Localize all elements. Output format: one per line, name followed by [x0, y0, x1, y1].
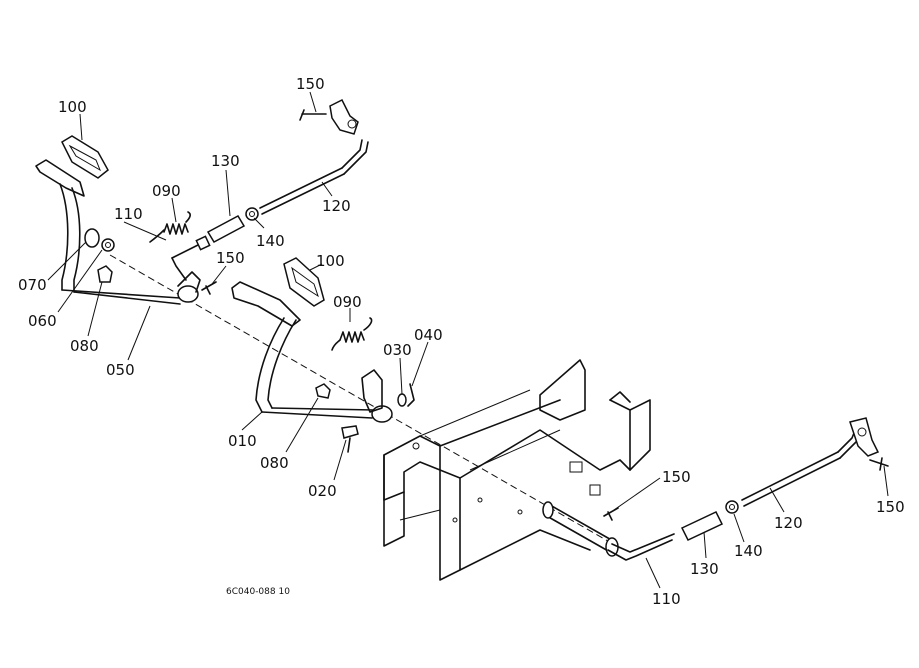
callout-130-lower: 130 [690, 560, 719, 578]
callout-110-lower: 110 [652, 590, 681, 608]
upper-rod-linkage [149, 98, 373, 351]
callout-150-right: 150 [876, 498, 905, 516]
callout-120-lower: 120 [774, 514, 803, 532]
callout-050: 050 [106, 361, 135, 379]
callout-060: 060 [28, 312, 57, 330]
callout-100-lower: 100 [316, 252, 345, 270]
callout-040: 040 [414, 326, 443, 344]
callout-150-frame: 150 [662, 468, 691, 486]
callout-080-right: 080 [260, 454, 289, 472]
frame-housing [383, 359, 651, 581]
callout-150-middle: 150 [216, 249, 245, 267]
callout-070: 070 [18, 276, 47, 294]
leader-lines [47, 91, 889, 589]
callout-140-lower: 140 [734, 542, 763, 560]
callout-110-upper: 110 [114, 205, 143, 223]
lower-rod-linkage [603, 417, 889, 561]
callout-120-upper: 120 [322, 197, 351, 215]
callout-030: 030 [383, 341, 412, 359]
callout-010: 010 [228, 432, 257, 450]
callout-090-upper: 090 [152, 182, 181, 200]
callout-140-upper: 140 [256, 232, 285, 250]
drawing-code: 6C040-088 10 [226, 587, 290, 597]
part-callouts: 100 150 130 090 110 140 120 150 100 070 … [18, 75, 905, 608]
callout-090-lower: 090 [333, 293, 362, 311]
callout-080-left: 080 [70, 337, 99, 355]
cross-shaft-axis [109, 254, 621, 557]
callout-020: 020 [308, 482, 337, 500]
callout-100-upper: 100 [58, 98, 87, 116]
callout-130-upper: 130 [211, 152, 240, 170]
left-pedal-assembly [35, 135, 201, 305]
callout-150-top: 150 [296, 75, 325, 93]
right-pedal-assembly [231, 257, 415, 453]
